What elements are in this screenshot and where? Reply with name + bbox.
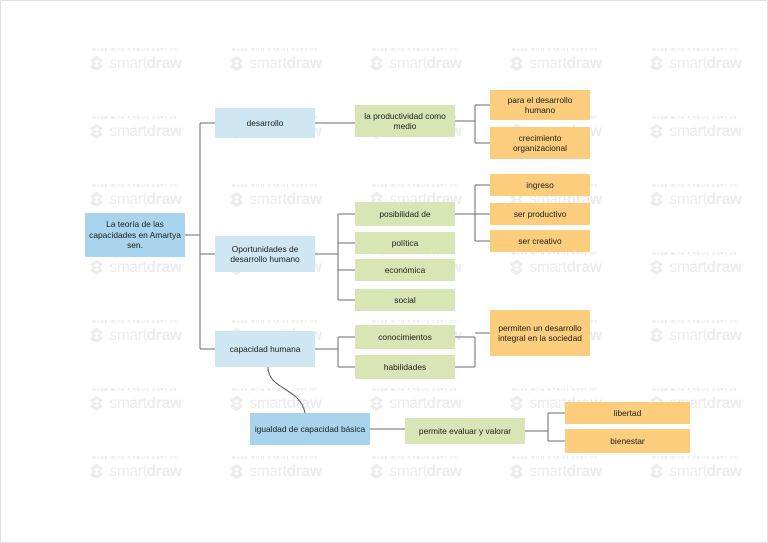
node-label: ser productivo <box>513 208 567 219</box>
node-ser-creativo[interactable]: ser creativo <box>490 230 590 252</box>
node-label: La teoría de las capacidades en Amartya … <box>89 219 181 251</box>
node-label: ser creativo <box>518 235 562 246</box>
node-capacidad-humana[interactable]: capacidad humana <box>215 331 315 367</box>
node-desarrollo[interactable]: desarrollo <box>215 108 315 138</box>
node-libertad[interactable]: libertad <box>565 402 690 424</box>
node-crecimiento-organizacional[interactable]: crecimiento organizacional <box>490 127 590 159</box>
node-label: política <box>391 237 419 248</box>
node-label: crecimiento organizacional <box>512 132 567 154</box>
node-label: ingreso <box>526 179 554 190</box>
node-label: la productividad como medio <box>364 110 446 132</box>
node-bienestar[interactable]: bienestar <box>565 429 690 453</box>
node-para-desarrollo-humano[interactable]: para el desarrollo humano <box>490 90 590 120</box>
node-social[interactable]: social <box>355 289 455 311</box>
node-posibilidad[interactable]: posibilidad de <box>355 202 455 226</box>
node-conocimientos[interactable]: conocimientos <box>355 325 455 349</box>
node-label: Oportunidades de desarrollo humano <box>230 243 300 265</box>
node-economica[interactable]: económica <box>355 259 455 281</box>
node-label: desarrollo <box>246 117 284 128</box>
node-label: habilidades <box>383 361 427 372</box>
node-label: capacidad humana <box>229 343 301 354</box>
node-label: social <box>394 294 416 305</box>
node-ser-productivo[interactable]: ser productivo <box>490 203 590 225</box>
node-igualdad[interactable]: igualdad de capacidad básica <box>250 413 370 445</box>
node-root[interactable]: La teoría de las capacidades en Amartya … <box>85 213 185 257</box>
node-label: libertad <box>613 407 642 418</box>
node-label: igualdad de capacidad básica <box>254 423 366 434</box>
node-permiten-desarrollo-integral[interactable]: permiten un desarrollo integral en la so… <box>490 310 590 356</box>
node-label: económica <box>384 264 426 275</box>
node-productividad[interactable]: la productividad como medio <box>355 105 455 137</box>
node-habilidades[interactable]: habilidades <box>355 355 455 379</box>
node-ingreso[interactable]: ingreso <box>490 174 590 196</box>
node-label: posibilidad de <box>379 208 431 219</box>
node-politica[interactable]: política <box>355 232 455 254</box>
node-label: permite evaluar y valorar <box>418 425 512 436</box>
node-label: bienestar <box>610 435 645 446</box>
node-permite-evaluar[interactable]: permite evaluar y valorar <box>405 418 525 444</box>
node-label: conocimientos <box>378 331 432 342</box>
node-oportunidades[interactable]: Oportunidades de desarrollo humano <box>215 236 315 272</box>
node-label: permiten un desarrollo integral en la so… <box>498 322 582 344</box>
node-label: para el desarrollo humano <box>507 94 573 116</box>
